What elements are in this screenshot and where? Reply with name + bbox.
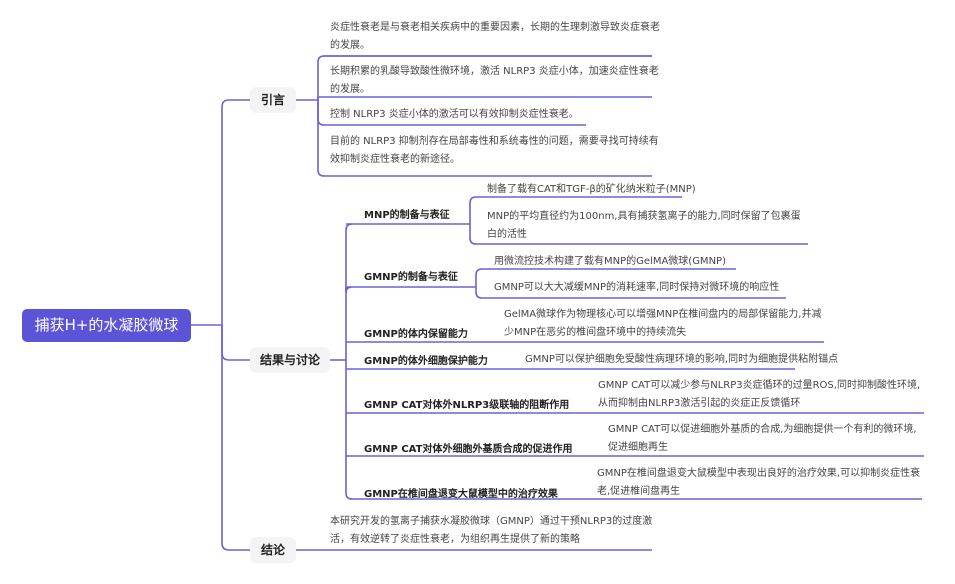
result-leaf: GMNP在椎间盘退变大鼠模型中表现出良好的治疗效果,可以抑制炎症性衰老,促进椎间… xyxy=(597,468,921,497)
result-leaf: 制备了载有CAT和TGF-β的矿化纳米粒子(MNP) xyxy=(487,184,696,195)
conclusion-leaf: 本研究开发的氢离子捕获水凝胶微球（GMNP）通过干预NLRP3的过度激活，有效逆… xyxy=(330,516,653,545)
intro-leaf: 控制 NLRP3 炎症小体的激活可以有效抑制炎症性衰老。 xyxy=(330,109,579,120)
result-leaf: GMNP CAT可以减少参与NLRP3炎症循环的过量ROS,同时抑制酸性环境,从… xyxy=(598,380,921,409)
result-leaf: MNP的平均直径约为100nm,具有捕获氢离子的能力,同时保留了包裹蛋白的活性 xyxy=(487,211,801,240)
topic-line xyxy=(345,286,476,294)
intro-leaf-line xyxy=(317,55,652,100)
result-leaf: GMNP可以保护细胞免受酸性病理环境的影响,同时为细胞提供粘附锚点 xyxy=(525,354,839,365)
result-leaf: GelMA微球作为物理核心可以增强MNP在椎间盘内的局部保留能力,并减少MNP在… xyxy=(504,309,822,338)
root-topic[interactable]: 捕获H+的水凝胶微球 xyxy=(22,309,191,342)
intro-leaf-line xyxy=(317,96,652,100)
root-to-results xyxy=(221,325,250,361)
topic-gmnp-preparation[interactable]: GMNP的制备与表征 xyxy=(364,272,458,283)
topic-bracket xyxy=(475,268,786,299)
intro-leaf: 炎症性衰老是与衰老相关疾病中的重要因素，长期的生理刺激导致炎症衰老的发展。 xyxy=(330,22,660,51)
topic-gmnp-cell-protection[interactable]: GMNP的体外细胞保护能力 xyxy=(364,356,488,367)
topic-gmnp-retention[interactable]: GMNP的体内保留能力 xyxy=(364,329,468,340)
result-leaf: 用微流控技术构建了载有MNP的GelMA微球(GMNP) xyxy=(494,256,726,267)
intro-leaf: 目前的 NLRP3 抑制剂存在局部毒性和系统毒性的问题，需要寻找可持续有效抑制炎… xyxy=(330,136,659,165)
topic-gmnp-cat-nlrp3[interactable]: GMNP CAT对体外NLRP3级联轴的阻断作用 xyxy=(364,400,570,411)
section-conclusion[interactable]: 结论 xyxy=(250,537,296,563)
intro-leaf-line xyxy=(317,100,652,177)
topic-gmnp-rat-model[interactable]: GMNP在椎间盘退变大鼠模型中的治疗效果 xyxy=(364,489,558,500)
result-leaf: GMNP可以大大减缓MNP的消耗速率,同时保持对微环境的响应性 xyxy=(494,282,780,293)
section-introduction[interactable]: 引言 xyxy=(250,87,296,113)
result-leaf: GMNP CAT可以促进细胞外基质的合成,为细胞提供一个有利的微环境,促进细胞再… xyxy=(608,424,917,453)
topic-bracket xyxy=(469,196,808,245)
section-results-discussion[interactable]: 结果与讨论 xyxy=(250,347,330,373)
root-to-conclusion xyxy=(221,325,250,551)
topic-gmnp-cat-ecm[interactable]: GMNP CAT对体外细胞外基质合成的促进作用 xyxy=(364,444,573,455)
root-to-intro xyxy=(221,99,250,325)
topic-mnp-preparation[interactable]: MNP的制备与表征 xyxy=(364,210,450,221)
intro-leaf: 长期积累的乳酸导致酸性微环境，激活 NLRP3 炎症小体，加速炎症性衰老的发展。 xyxy=(330,66,659,95)
